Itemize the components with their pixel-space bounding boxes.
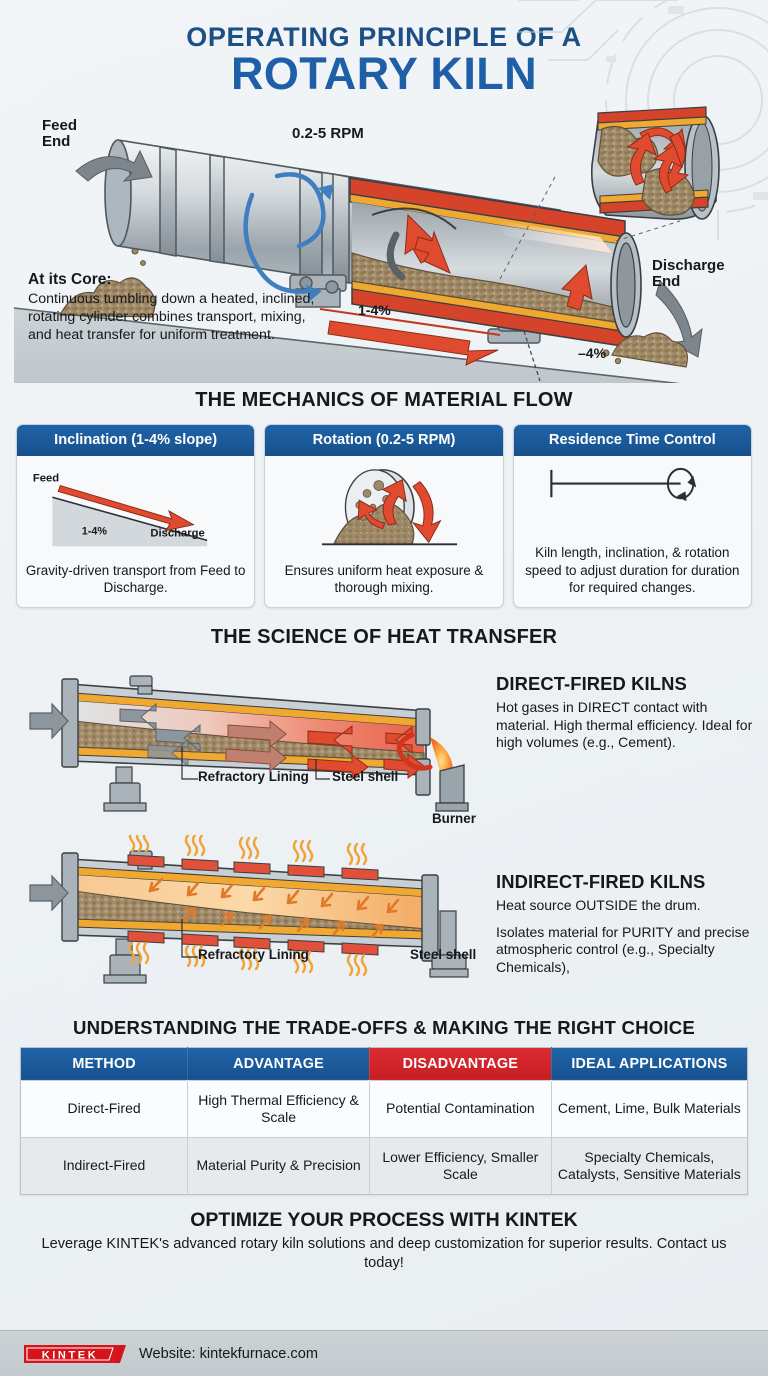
cell-method: Direct-Fired xyxy=(20,1079,189,1138)
heat-transfer-heading: THE SCIENCE OF HEAT TRANSFER xyxy=(210,625,558,648)
indirect-fired-diagram: Refractory Lining Steel shell xyxy=(12,834,492,1015)
th-disadvantage: DISADVANTAGE xyxy=(369,1047,552,1081)
cell-applications: Specialty Chemicals, Catalysts, Sensitiv… xyxy=(551,1136,748,1195)
table-row: Indirect-Fired Material Purity & Precisi… xyxy=(20,1136,748,1195)
kintek-logo-text: KINTEK xyxy=(42,1349,99,1361)
card-residence-time: Residence Time Control Kiln length, incl… xyxy=(512,423,752,608)
table-row: Direct-Fired High Thermal Efficiency & S… xyxy=(20,1079,748,1138)
tradeoffs-table: METHOD ADVANTAGE DISADVANTAGE IDEAL APPL… xyxy=(20,1046,748,1196)
at-its-core-callout: At its Core: Continuous tumbling down a … xyxy=(28,270,328,344)
footer-bar: KINTEK Website: kintekfurnace.com xyxy=(0,1330,768,1376)
cell-applications: Cement, Lime, Bulk Materials xyxy=(551,1079,748,1138)
rotation-art xyxy=(273,464,494,556)
direct-refractory-label: Refractory Lining xyxy=(198,768,309,784)
card-residence-text: Kiln length, inclination, & rotation spe… xyxy=(525,545,740,596)
indirect-refractory-label: Refractory Lining xyxy=(198,946,309,962)
indirect-fired-body: Heat source OUTSIDE the drum. Isolates m… xyxy=(496,897,756,977)
cell-advantage: High Thermal Efficiency & Scale xyxy=(187,1079,370,1138)
page-title: OPERATING PRINCIPLE OF A ROTARY KILN xyxy=(0,0,768,97)
title-line-2: ROTARY KILN xyxy=(230,48,538,99)
mechanics-heading: THE MECHANICS OF MATERIAL FLOW xyxy=(195,388,573,411)
website-text[interactable]: Website: kintekfurnace.com xyxy=(139,1345,318,1362)
rpm-label: 0.2-5 RPM xyxy=(292,124,364,142)
card-inclination-title: Inclination (1-4% slope) xyxy=(17,424,255,456)
card-residence-title: Residence Time Control xyxy=(513,424,751,456)
direct-fired-text: DIRECT-FIRED KILNS Hot gases in DIRECT c… xyxy=(492,651,756,752)
kiln-illustration xyxy=(13,106,720,383)
indirect-fired-row: Refractory Lining Steel shell INDIRECT-F… xyxy=(0,834,768,1015)
card-rotation: Rotation (0.2-5 RPM) xyxy=(264,423,504,608)
residence-time-art xyxy=(522,464,743,508)
inclination-art: Feed Discharge 1-4% xyxy=(25,464,246,556)
burner-label: Burner xyxy=(432,810,476,826)
card-inclination-text: Gravity-driven transport from Feed to Di… xyxy=(25,562,246,596)
th-method: METHOD xyxy=(20,1047,189,1081)
card-rotation-title: Rotation (0.2-5 RPM) xyxy=(265,424,503,456)
title-line-1: OPERATING PRINCIPLE OF A xyxy=(186,22,582,52)
card-inclination: Inclination (1-4% slope) Feed Discharge … xyxy=(16,423,256,608)
table-header-row: METHOD ADVANTAGE DISADVANTAGE IDEAL APPL… xyxy=(20,1047,748,1081)
slope-angle-label: –4% xyxy=(578,344,607,361)
slope-percent-label: 1-4% xyxy=(358,301,391,318)
inclination-feed-label: Feed xyxy=(33,473,59,485)
cta-body: Leverage KINTEK's advanced rotary kiln s… xyxy=(41,1236,727,1272)
cell-disadvantage: Potential Contamination xyxy=(369,1079,552,1138)
core-title: At its Core: xyxy=(28,270,112,288)
indirect-body-line-2: Isolates material for PURITY and precise… xyxy=(496,923,750,976)
cell-advantage: Material Purity & Precision xyxy=(187,1136,370,1195)
direct-shell-label: Steel shell xyxy=(332,768,399,784)
inclination-pct-label: 1-4% xyxy=(82,525,108,537)
indirect-fired-text: INDIRECT-FIRED KILNS Heat source OUTSIDE… xyxy=(492,835,756,977)
direct-fired-diagram: Refractory Lining Steel shell Burner xyxy=(12,651,492,841)
inclination-discharge-label: Discharge xyxy=(150,527,204,539)
cell-method: Indirect-Fired xyxy=(20,1136,189,1195)
th-advantage: ADVANTAGE xyxy=(187,1047,370,1081)
tradeoffs-table-wrap: METHOD ADVANTAGE DISADVANTAGE IDEAL APPL… xyxy=(0,1046,768,1196)
cta-heading: OPTIMIZE YOUR PROCESS WITH KINTEK xyxy=(190,1209,578,1232)
indirect-fired-title: INDIRECT-FIRED KILNS xyxy=(496,870,706,892)
indirect-shell-label: Steel shell xyxy=(410,946,477,962)
direct-fired-title: DIRECT-FIRED KILNS xyxy=(496,672,687,694)
kintek-logo[interactable]: KINTEK xyxy=(22,1342,126,1366)
direct-fired-body: Hot gases in DIRECT contact with materia… xyxy=(496,698,753,751)
indirect-body-line-1: Heat source OUTSIDE the drum. xyxy=(496,896,701,913)
direct-fired-row: Refractory Lining Steel shell Burner DIR… xyxy=(0,651,768,841)
mechanics-cards: Inclination (1-4% slope) Feed Discharge … xyxy=(0,423,768,608)
cta-section: OPTIMIZE YOUR PROCESS WITH KINTEK Levera… xyxy=(0,1209,768,1273)
tradeoffs-heading: UNDERSTANDING THE TRADE-OFFS & MAKING TH… xyxy=(73,1016,695,1038)
card-rotation-text: Ensures uniform heat exposure & thorough… xyxy=(284,562,484,596)
cell-disadvantage: Lower Efficiency, Smaller Scale xyxy=(369,1136,552,1195)
core-body: Continuous tumbling down a heated, incli… xyxy=(28,290,315,344)
th-applications: IDEAL APPLICATIONS xyxy=(551,1047,748,1081)
